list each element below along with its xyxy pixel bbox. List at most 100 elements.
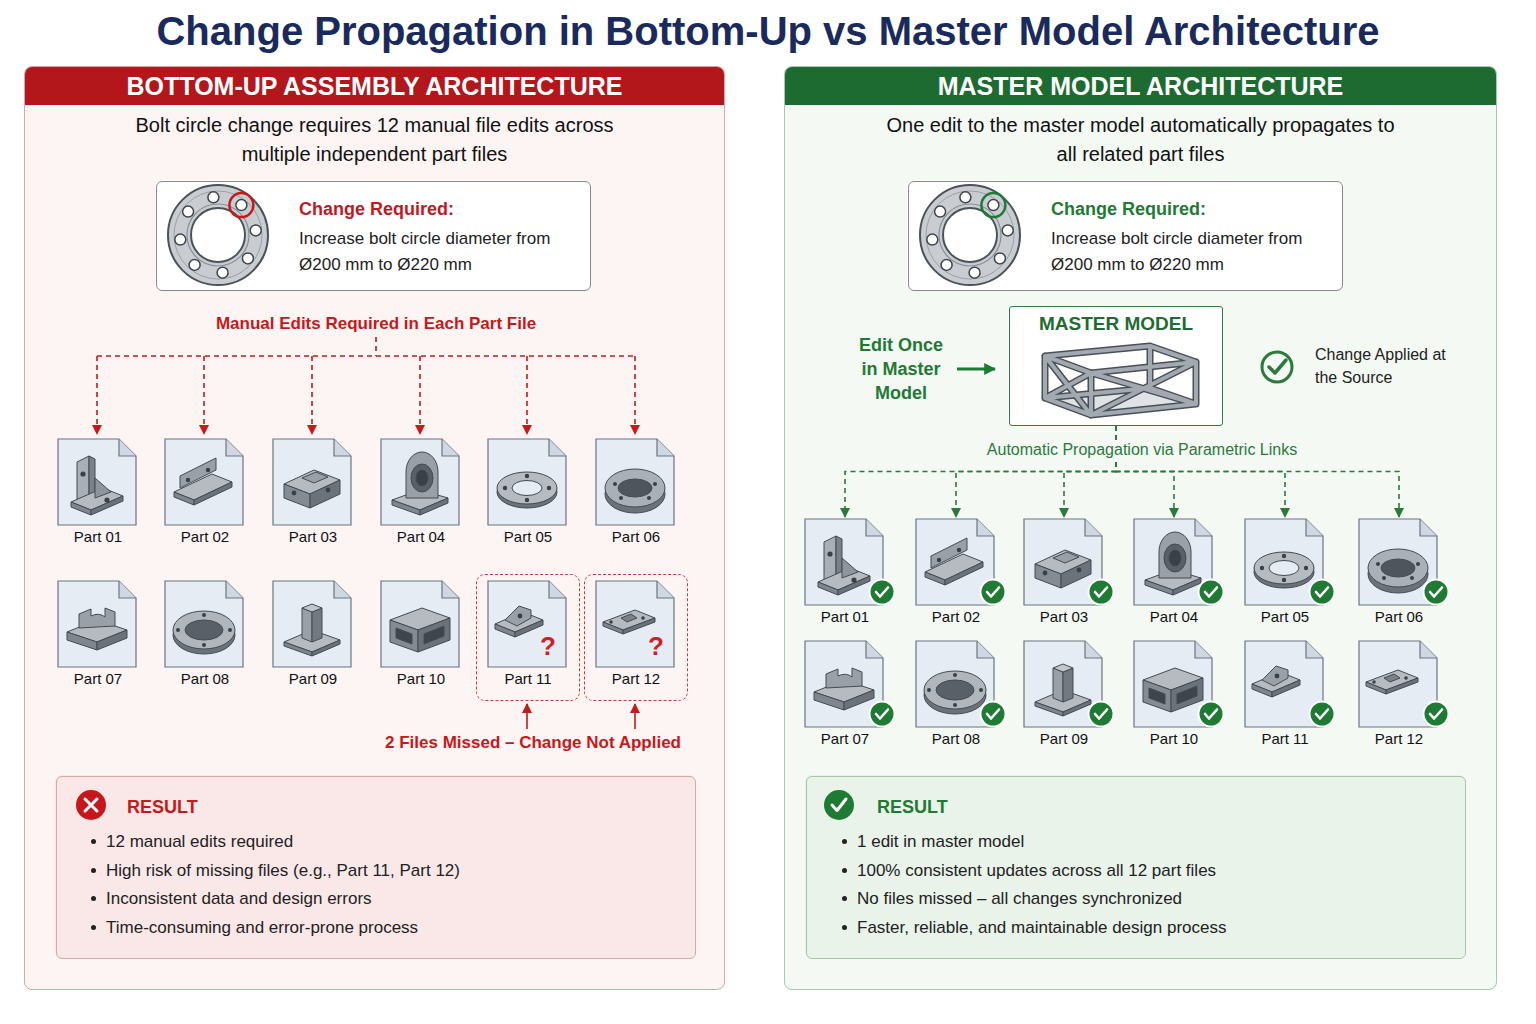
part-name: Part 02 (150, 527, 260, 547)
part-file: Part 02 (911, 517, 1001, 633)
part-file-icon (273, 581, 351, 667)
part-file: Part 08 (911, 639, 1001, 755)
part-file: Part 10 (376, 579, 466, 695)
result-item: 100% consistent updates across all 12 pa… (857, 860, 1216, 882)
change-description: Increase bolt circle diameter from Ø200 … (299, 226, 571, 278)
panel-subtitle: Bolt circle change requires 12 manual fi… (115, 111, 635, 169)
architecture-panel: MASTER MODEL ARCHITECTURE One edit to the… (784, 66, 1497, 990)
check-badge (870, 702, 895, 727)
missing-mark: ? (646, 632, 666, 660)
part-file: Part 06 (1354, 517, 1444, 633)
box-fill (805, 775, 1465, 958)
part-file: Part 12 (584, 574, 688, 701)
diagram-title: Change Propagation in Bottom-Up vs Maste… (0, 6, 1536, 56)
part-file: Part 11 (1240, 639, 1330, 755)
part-file: Part 09 (1019, 639, 1109, 755)
part-file: Part 08 (160, 579, 250, 695)
check-badge (1310, 702, 1335, 727)
part-name: Part 11 (467, 669, 589, 689)
part-file: Part 07 (53, 579, 143, 695)
part-name: Part 12 (1344, 729, 1454, 749)
part-name: Part 04 (1119, 607, 1229, 627)
part-file-icon (165, 439, 243, 525)
architecture-panel: BOTTOM-UP ASSEMBLY ARCHITECTURE Bolt circ… (24, 66, 725, 990)
part-file-icon (273, 439, 351, 525)
edit-once-label: Edit Once in Master Model (853, 333, 949, 405)
part-name: Part 01 (43, 527, 153, 547)
part-name: Part 06 (581, 527, 691, 547)
change-heading: Change Required: (1051, 198, 1206, 220)
part-file-icon (596, 581, 674, 667)
part-name: Part 08 (150, 669, 260, 689)
result-item: 12 manual edits required (106, 831, 293, 853)
part-file: Part 01 (53, 437, 143, 553)
highlight-ring (229, 193, 253, 217)
check-badge (1424, 702, 1449, 727)
result-item: Faster, reliable, and maintainable desig… (857, 917, 1227, 939)
part-file-icon (488, 581, 566, 667)
check-badge (981, 702, 1006, 727)
part-name: Part 09 (1009, 729, 1119, 749)
part-file-icon (381, 439, 459, 525)
result-item: No files missed – all changes synchroniz… (857, 888, 1182, 910)
part-file: Part 09 (268, 579, 358, 695)
result-item: Inconsistent data and design errors (106, 888, 372, 910)
flange-drawing (920, 185, 1020, 285)
part-name: Part 06 (1344, 607, 1454, 627)
master-model-title: MASTER MODEL (1010, 313, 1222, 335)
change-request-box: Change Required: Increase bolt circle dia… (908, 181, 1343, 291)
check-badge (1310, 580, 1335, 605)
part-name: Part 10 (366, 669, 476, 689)
manual-edit-arrows (97, 337, 635, 434)
check-badge (1089, 702, 1114, 727)
missing-mark: ? (538, 632, 558, 660)
part-name: Part 07 (43, 669, 153, 689)
part-file-icon (58, 439, 136, 525)
result-item: 1 edit in master model (857, 831, 1024, 853)
part-file: Part 03 (268, 437, 358, 553)
part-name: Part 03 (1009, 607, 1119, 627)
result-item: Time-consuming and error-prone process (106, 917, 418, 939)
check-badge (1089, 580, 1114, 605)
part-file: Part 05 (483, 437, 573, 553)
result-box: RESULT1 edit in master model100% consist… (806, 776, 1466, 959)
part-name: Part 09 (258, 669, 368, 689)
check-badge (981, 580, 1006, 605)
panel-subtitle: One edit to the master model automatical… (881, 111, 1401, 169)
part-name: Part 07 (790, 729, 900, 749)
part-file: Part 04 (1129, 517, 1219, 633)
part-file-icon (488, 439, 566, 525)
part-name: Part 03 (258, 527, 368, 547)
part-name: Part 05 (1230, 607, 1340, 627)
change-heading: Change Required: (299, 198, 454, 220)
result-item: High risk of missing files (e.g., Part 1… (106, 860, 460, 882)
check-badge (1424, 580, 1449, 605)
highlight-ring (981, 193, 1005, 217)
part-file: Part 11 (476, 574, 580, 701)
part-name: Part 12 (575, 669, 697, 689)
part-name: Part 02 (901, 607, 1011, 627)
check-badge (1199, 580, 1224, 605)
fail-icon (76, 790, 106, 820)
flange-drawing (168, 185, 268, 285)
panel-header: MASTER MODEL ARCHITECTURE (785, 67, 1496, 105)
part-file: Part 01 (800, 517, 890, 633)
part-file: Part 03 (1019, 517, 1109, 633)
box-fill (55, 775, 695, 958)
part-file: Part 05 (1240, 517, 1330, 633)
panel-header: BOTTOM-UP ASSEMBLY ARCHITECTURE (25, 67, 724, 105)
part-file-icon (165, 581, 243, 667)
part-file: Part 10 (1129, 639, 1219, 755)
edit-arrow (957, 368, 995, 371)
part-name: Part 10 (1119, 729, 1229, 749)
instruction-label: Manual Edits Required in Each Part File (212, 314, 540, 334)
part-file-icon (596, 439, 674, 525)
part-file: Part 12 (1354, 639, 1444, 755)
box-fill (907, 180, 1342, 290)
panel-ground (24, 66, 725, 990)
panel-ground (784, 66, 1497, 990)
change-request-box: Change Required: Increase bolt circle dia… (156, 181, 591, 291)
change-description: Increase bolt circle diameter from Ø200 … (1051, 226, 1323, 278)
status-label: Change Applied at the Source (1315, 343, 1455, 389)
